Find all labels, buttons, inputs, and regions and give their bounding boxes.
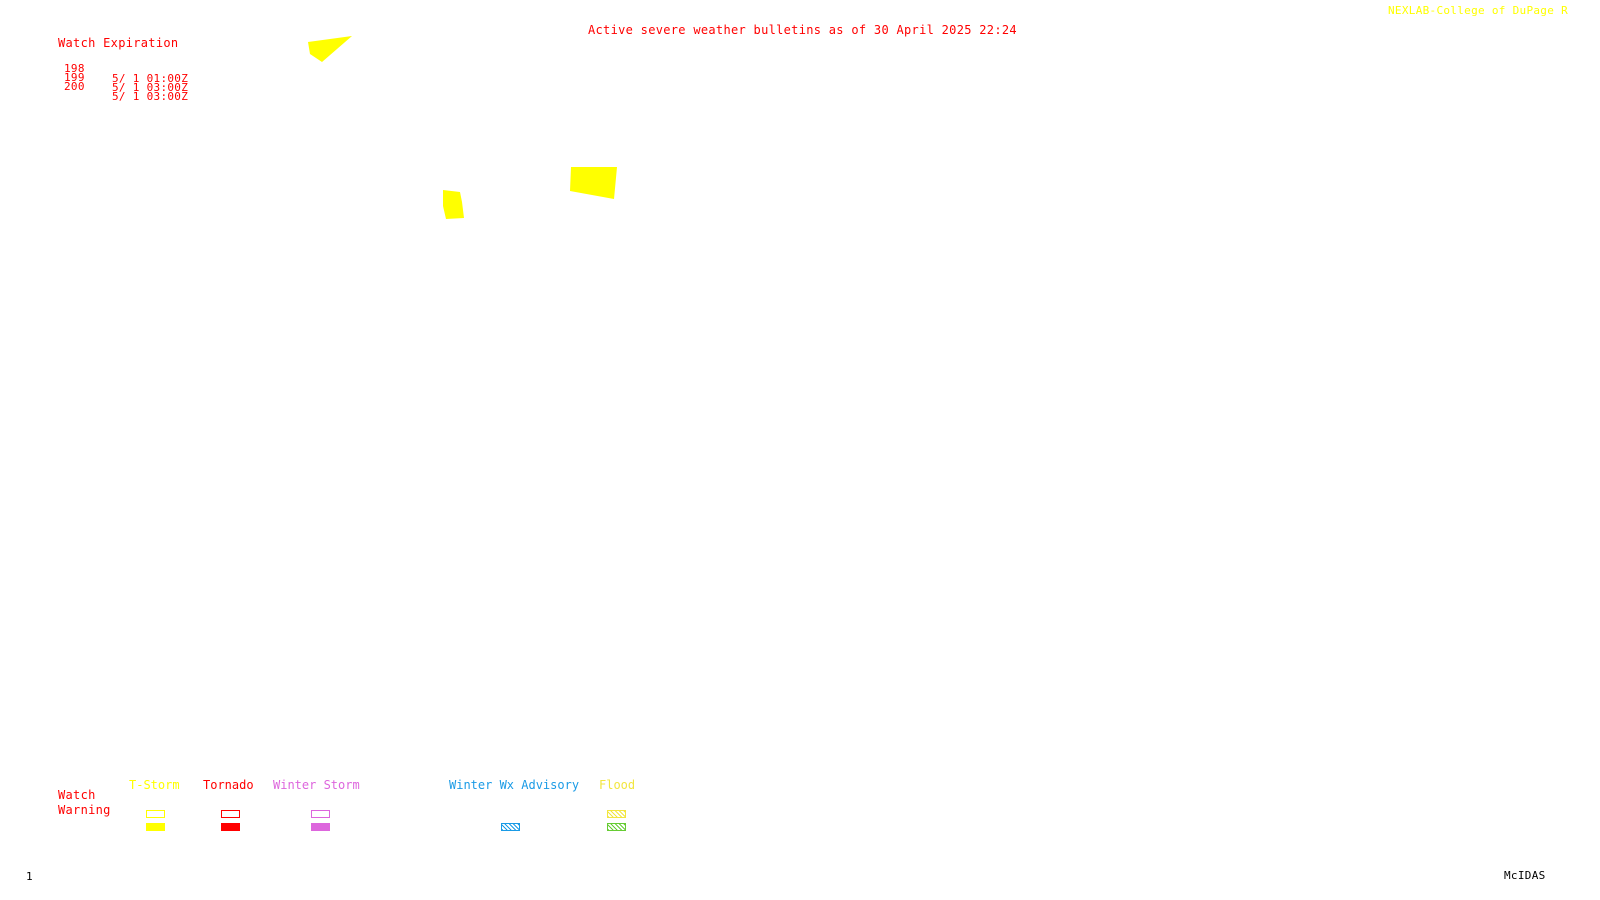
software-label: McIDAS <box>1504 869 1546 882</box>
legend-watch-label: Watch <box>58 788 96 802</box>
credit-label: NEXLAB-College of DuPage R <box>1388 4 1568 17</box>
watch-number: 199 <box>64 71 85 84</box>
legend-winter-wx-advisory-title: Winter Wx Advisory <box>449 778 580 792</box>
legend-flood-warning-swatch <box>607 823 626 831</box>
legend-tornado-title: Tornado <box>203 778 254 792</box>
bulletin-title: Active severe weather bulletins as of 30… <box>588 23 1017 37</box>
legend-flood-title: Flood <box>599 778 636 792</box>
watch-number: 198 <box>64 62 85 75</box>
watch-expiration: 5/ 1 01:00Z <box>112 72 189 85</box>
tstorm-area-1[interactable] <box>308 36 352 62</box>
legend-winter-storm-title: Winter Storm <box>273 778 360 792</box>
legend-tstorm-title: T-Storm <box>129 778 180 792</box>
legend-tornado-watch-swatch <box>221 810 240 818</box>
tstorm-area-2[interactable] <box>443 190 464 219</box>
legend-tstorm-watch-swatch <box>146 810 165 818</box>
legend-tornado-warning-swatch <box>221 823 240 831</box>
legend-warning-label: Warning <box>58 803 111 817</box>
watch-number: 200 <box>64 80 85 93</box>
legend-flood-watch-swatch <box>607 810 626 818</box>
watch-row: 199 5/ 1 03:00Z <box>64 63 188 93</box>
legend-tstorm-warning-swatch <box>146 823 165 831</box>
watch-row: 200 5/ 1 03:00Z <box>64 72 188 102</box>
frame-number: 1 <box>26 870 33 883</box>
watch-table-header: Watch Expiration <box>58 36 179 50</box>
watch-row: 198 5/ 1 01:00Z <box>64 54 188 84</box>
legend-winter-storm-warning-swatch <box>311 823 330 831</box>
watch-expiration: 5/ 1 03:00Z <box>112 81 189 94</box>
legend-winter-storm-watch-swatch <box>311 810 330 818</box>
legend-winter-wx-advisory-swatch <box>501 823 520 831</box>
watch-expiration: 5/ 1 03:00Z <box>112 90 189 103</box>
tstorm-area-3[interactable] <box>570 167 617 199</box>
